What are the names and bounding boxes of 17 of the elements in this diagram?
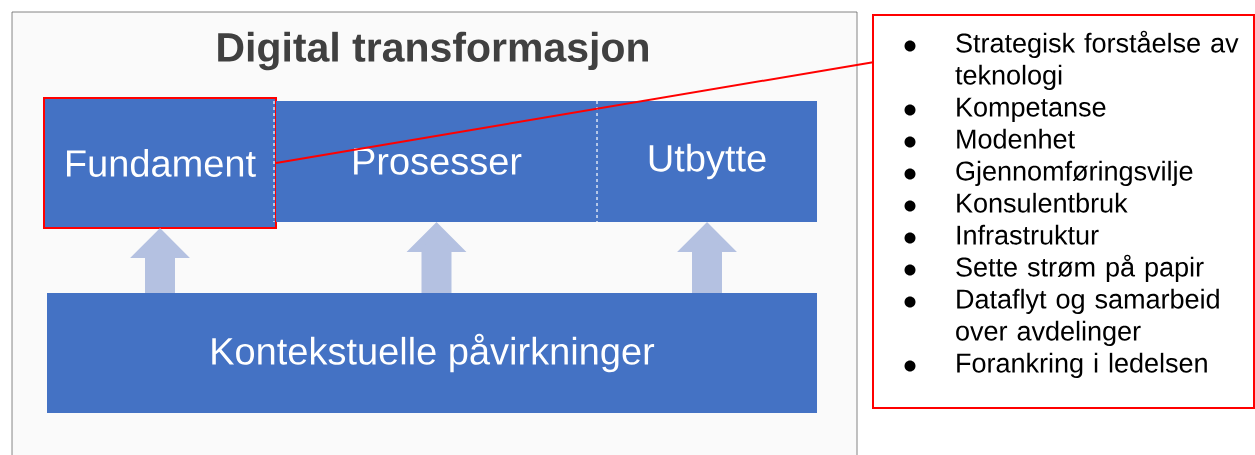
bullet-item: Konsulentbruk bbox=[904, 192, 1128, 213]
process-block: Prosesser bbox=[276, 101, 597, 222]
context-block: Kontekstuelle påvirkninger bbox=[47, 293, 817, 413]
bullet-item: Strategisk forståelse av teknologi bbox=[904, 30, 1239, 90]
node-label: Prosesser bbox=[354, 148, 522, 175]
bullet-item: Dataflyt og samarbeid over avdelinger bbox=[904, 288, 1219, 346]
leader-line bbox=[275, 61, 874, 164]
bullet-item: Infrastruktur bbox=[904, 224, 1099, 245]
node-label: Utbytte bbox=[649, 143, 766, 180]
highlighted-block: Fundament bbox=[43, 97, 277, 229]
callout-box bbox=[872, 14, 1255, 409]
bullet-item: Sette strøm på papir bbox=[904, 254, 1204, 282]
process-block: Utbytte bbox=[597, 101, 817, 222]
bullet-item: Kompetanse bbox=[904, 97, 1106, 122]
bullet-item: Forankring i ledelsen bbox=[904, 352, 1207, 378]
bullet-item: Modenhet bbox=[904, 128, 1075, 149]
bullet-item: Gjennomføringsvilje bbox=[904, 160, 1193, 186]
